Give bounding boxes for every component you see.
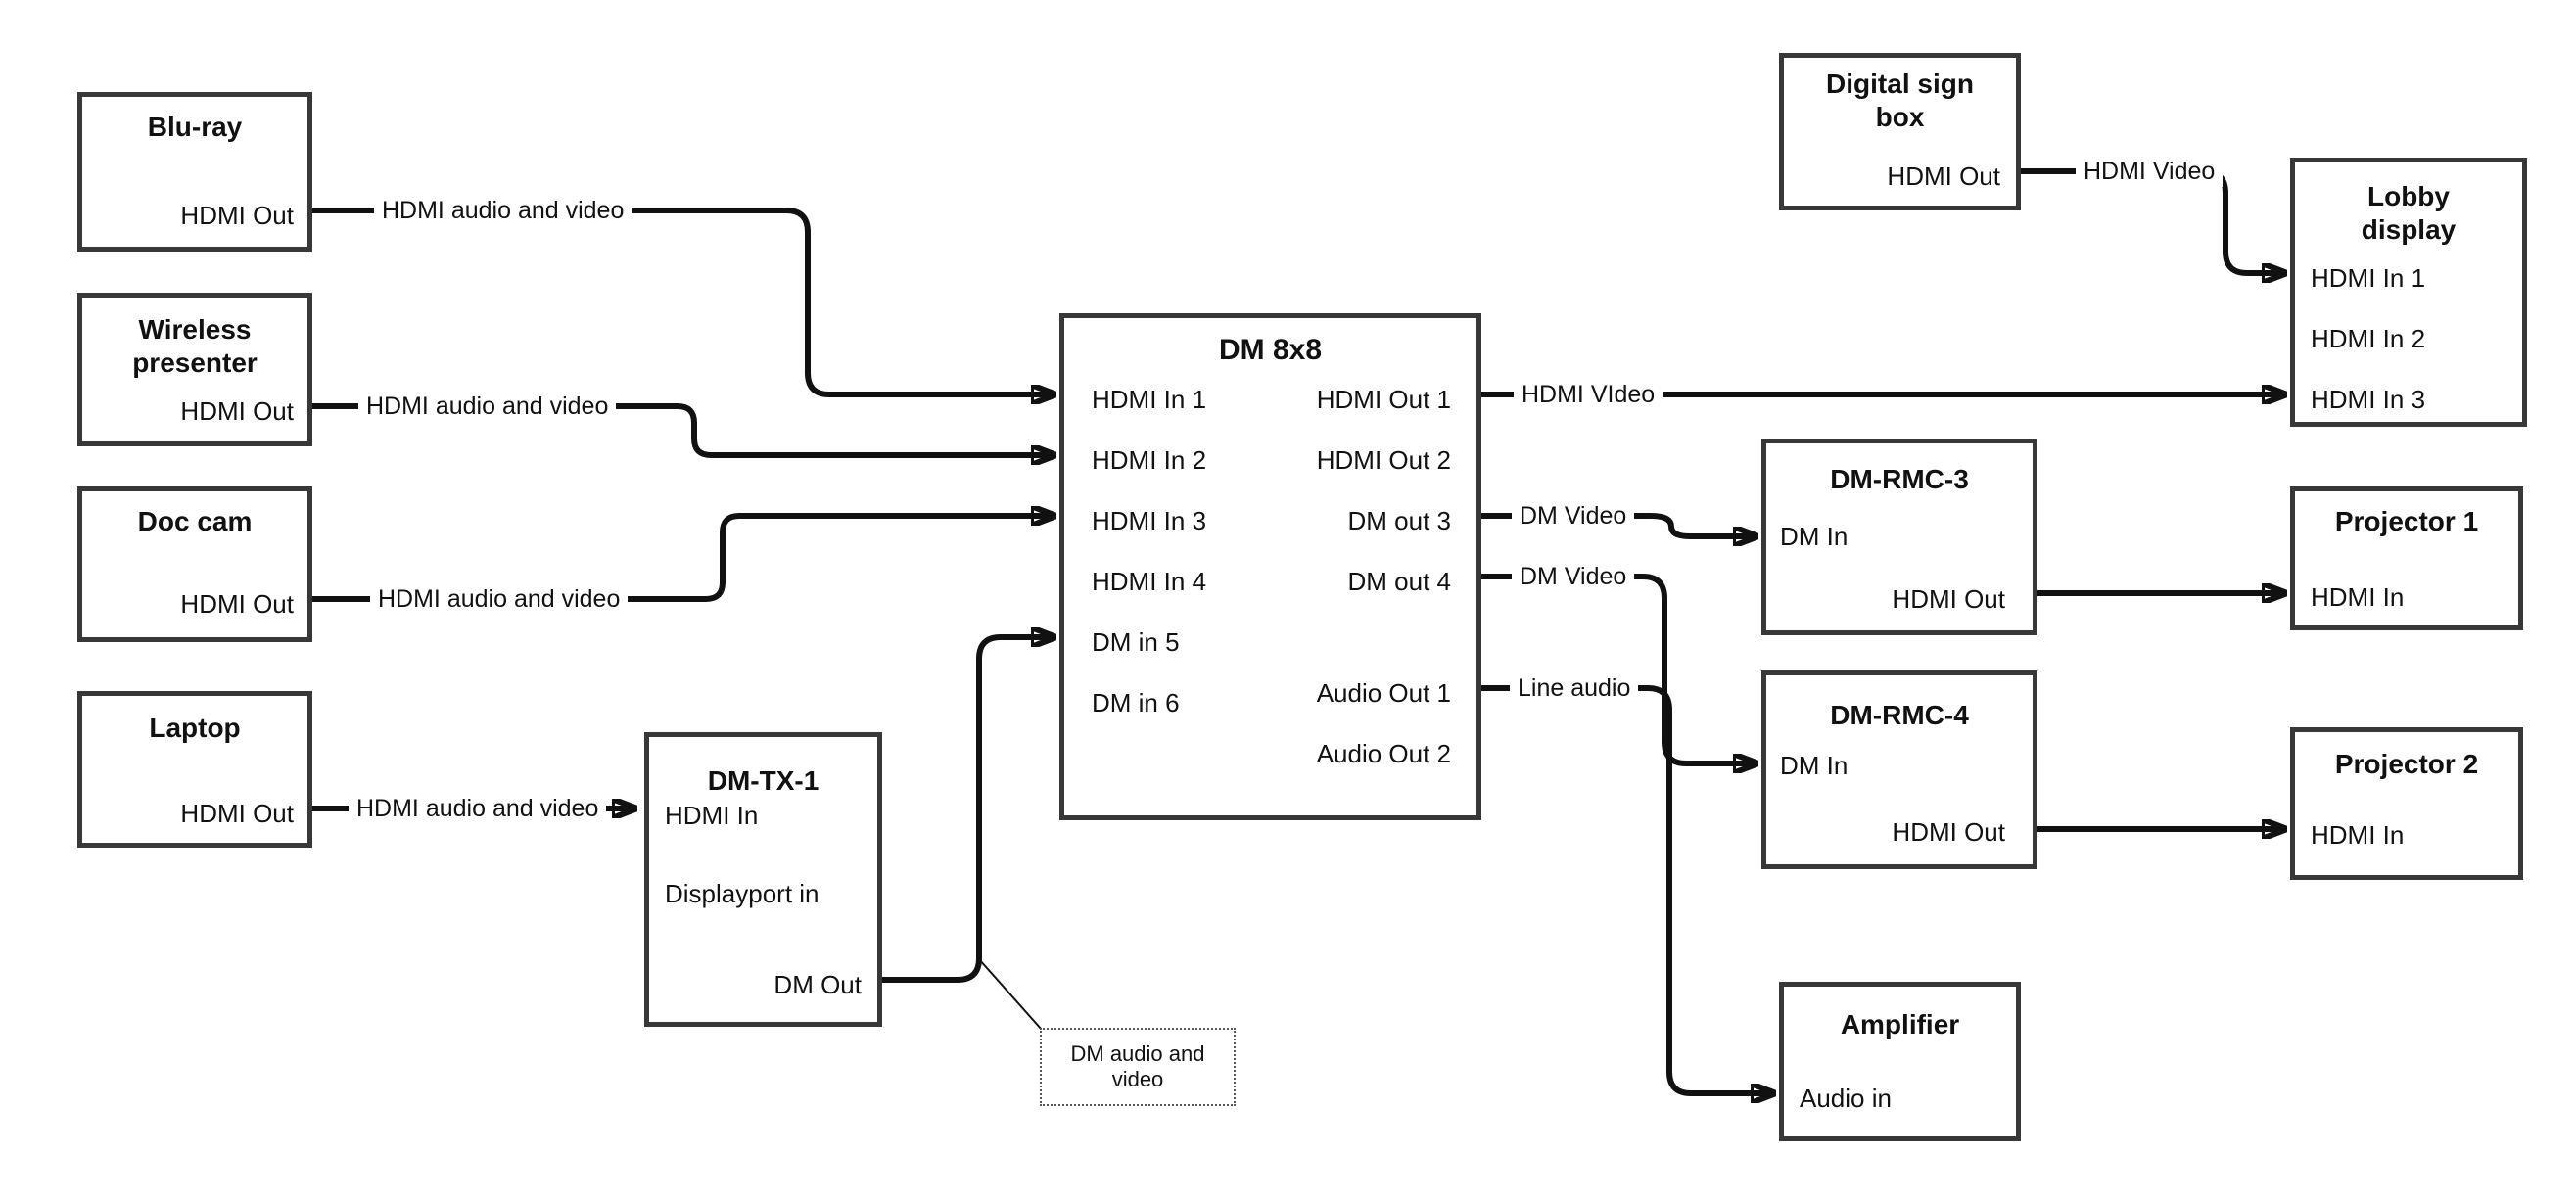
port-dm8x8-audio-out-1: Audio Out 1 xyxy=(1316,678,1451,708)
node-laptop-title: Laptop xyxy=(149,713,241,743)
port-dm8x8-hdmi-out-2: HDMI Out 2 xyxy=(1316,445,1451,475)
node-bluray-title: Blu-ray xyxy=(147,112,243,142)
port-dm8x8-hdmi-in-2: HDMI In 2 xyxy=(1092,445,1207,475)
node-dm-rmc-3-title: DM-RMC-3 xyxy=(1830,464,1969,494)
node-projector-2: Projector 2 HDMI In xyxy=(2290,727,2523,880)
port-rmc4-hdmi-out: HDMI Out xyxy=(1892,817,2005,847)
port-dmtx1-displayport-in: Displayport in xyxy=(665,879,820,908)
node-amplifier: Amplifier Audio in xyxy=(1779,982,2021,1141)
port-dm8x8-dm-in-6: DM in 6 xyxy=(1092,688,1180,717)
port-dm8x8-dm-out-4: DM out 4 xyxy=(1347,567,1452,596)
node-projector-2-title: Projector 2 xyxy=(2334,749,2479,779)
wire-dmout4-to-rmc4 xyxy=(1481,574,1756,763)
node-dm-rmc-4: DM-RMC-4 DM In HDMI Out xyxy=(1761,670,2037,869)
node-dm-8x8-title: DM 8x8 xyxy=(1218,334,1323,366)
port-dm8x8-hdmi-in-3: HDMI In 3 xyxy=(1092,506,1207,535)
node-wireless-presenter-title-line2: presenter xyxy=(132,347,258,378)
wire-dmout3-to-rmc3 xyxy=(1481,513,1756,536)
wire-label-doccam-hdmi-av: HDMI audio and video xyxy=(370,583,629,615)
node-lobby-display-title-line1: Lobby xyxy=(2367,181,2450,211)
wire-label-bluray-hdmi-av: HDMI audio and video xyxy=(374,195,632,226)
node-projector-1-title: Projector 1 xyxy=(2334,506,2479,536)
port-wireless-hdmi-out: HDMI Out xyxy=(180,396,294,426)
port-bluray-hdmi-out: HDMI Out xyxy=(180,201,294,230)
wire-label-laptop-hdmi-av: HDMI audio and video xyxy=(349,793,607,824)
node-dm-rmc-4-title: DM-RMC-4 xyxy=(1830,700,1969,730)
node-wireless-presenter: Wireless presenter HDMI Out xyxy=(77,293,312,446)
node-lobby-display-title: Lobby display xyxy=(2295,180,2522,247)
node-dm-tx-1: DM-TX-1 HDMI In Displayport in DM Out xyxy=(644,732,882,1027)
wire-label-line-audio: Line audio xyxy=(1510,672,1639,704)
node-wireless-presenter-title-line1: Wireless xyxy=(138,314,252,345)
port-lobby-hdmi-in-2: HDMI In 2 xyxy=(2311,324,2426,353)
port-digsign-hdmi-out: HDMI Out xyxy=(1887,162,2000,191)
port-dm8x8-hdmi-out-1: HDMI Out 1 xyxy=(1316,385,1451,414)
port-dmtx1-hdmi-in: HDMI In xyxy=(665,801,759,830)
node-amplifier-title: Amplifier xyxy=(1840,1009,1960,1039)
port-dm8x8-dm-in-5: DM in 5 xyxy=(1092,627,1180,657)
wire-audioout1-to-amplifier xyxy=(1481,685,1773,1093)
port-projector1-hdmi-in: HDMI In xyxy=(2311,582,2405,612)
node-bluray: Blu-ray HDMI Out xyxy=(77,92,312,252)
node-digital-sign-box: Digital sign box HDMI Out xyxy=(1779,53,2021,210)
node-lobby-display: Lobby display HDMI In 1 HDMI In 2 HDMI I… xyxy=(2290,158,2527,427)
port-rmc3-dm-in: DM In xyxy=(1780,522,1849,551)
port-lobby-hdmi-in-1: HDMI In 1 xyxy=(2311,263,2426,293)
port-dmtx1-dm-out: DM Out xyxy=(773,970,862,999)
callout-leader-line xyxy=(978,958,1043,1031)
wire-label-hdmi-video-out1: HDMI VIdeo xyxy=(1514,379,1663,410)
callout-line1: DM audio and xyxy=(1070,1041,1205,1066)
node-wireless-presenter-title: Wireless presenter xyxy=(82,313,307,380)
port-dm8x8-dm-out-3: DM out 3 xyxy=(1347,506,1452,535)
node-digital-sign-box-title: Digital sign box xyxy=(1784,68,2016,134)
wire-label-dm-video-out4: DM Video xyxy=(1512,561,1635,592)
wire-dmtx1-to-dm8x8-in5 xyxy=(882,637,1054,983)
node-doc-cam-title: Doc cam xyxy=(137,506,253,536)
port-projector2-hdmi-in: HDMI In xyxy=(2311,820,2405,850)
port-dm8x8-audio-out-2: Audio Out 2 xyxy=(1316,739,1451,768)
wire-label-hdmi-video-digsign: HDMI Video xyxy=(2076,156,2224,187)
node-dm-rmc-3: DM-RMC-3 DM In HDMI Out xyxy=(1761,439,2037,635)
callout-line2: video xyxy=(1111,1067,1164,1091)
port-amplifier-audio-in: Audio in xyxy=(1800,1084,1892,1113)
port-dm8x8-hdmi-in-1: HDMI In 1 xyxy=(1092,385,1207,414)
node-digital-sign-box-title-line2: box xyxy=(1875,102,1925,132)
wire-label-dm-video-out3: DM Video xyxy=(1512,500,1635,531)
node-digital-sign-box-title-line1: Digital sign xyxy=(1826,69,1974,99)
port-laptop-hdmi-out: HDMI Out xyxy=(180,799,294,828)
port-dm8x8-hdmi-in-4: HDMI In 4 xyxy=(1092,567,1207,596)
node-lobby-display-title-line2: display xyxy=(2361,214,2457,245)
callout-dm-audio-video: DM audio and video xyxy=(1040,1028,1236,1106)
wire-bluray-to-dm8x8-in1 xyxy=(312,208,1054,394)
wire-label-wireless-hdmi-av: HDMI audio and video xyxy=(358,391,617,422)
node-dm-tx-1-title: DM-TX-1 xyxy=(707,765,820,796)
node-dm-8x8: DM 8x8 HDMI In 1 HDMI In 2 HDMI In 3 HDM… xyxy=(1059,313,1481,820)
port-rmc3-hdmi-out: HDMI Out xyxy=(1892,584,2005,614)
node-laptop: Laptop HDMI Out xyxy=(77,691,312,848)
wire-wireless-to-dm8x8-in2 xyxy=(312,403,1054,455)
node-doc-cam: Doc cam HDMI Out xyxy=(77,486,312,642)
port-lobby-hdmi-in-3: HDMI In 3 xyxy=(2311,385,2426,414)
port-rmc4-dm-in: DM In xyxy=(1780,751,1849,780)
port-doccam-hdmi-out: HDMI Out xyxy=(180,589,294,619)
wire-doccam-to-dm8x8-in3 xyxy=(312,516,1054,602)
node-projector-1: Projector 1 HDMI In xyxy=(2290,486,2523,630)
